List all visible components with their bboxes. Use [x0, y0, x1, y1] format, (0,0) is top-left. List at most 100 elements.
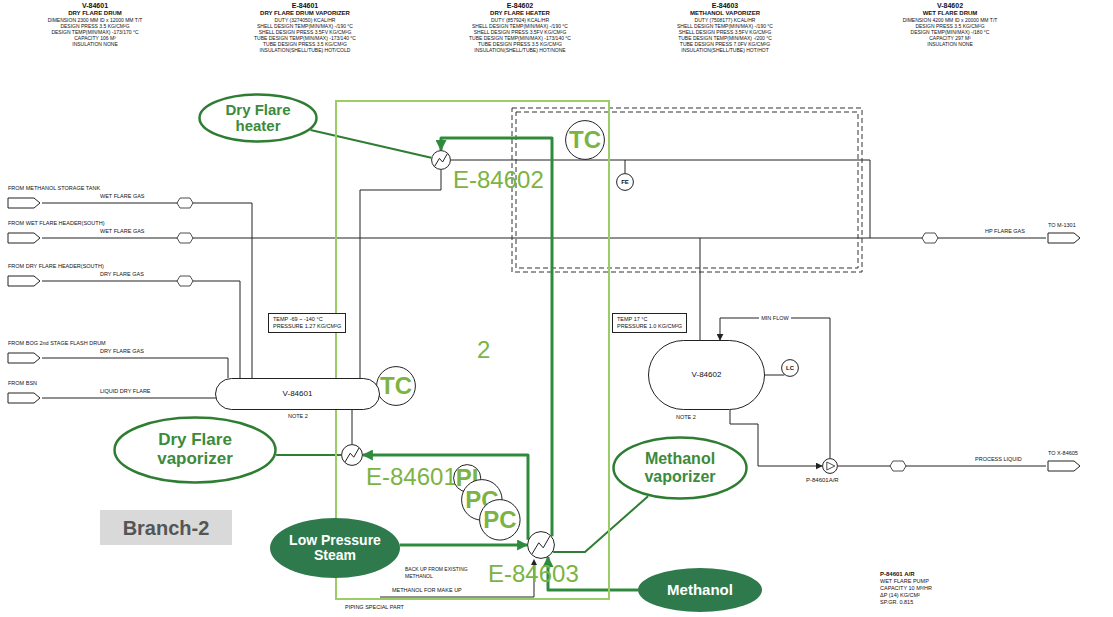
line-label: DRY FLARE GAS	[100, 271, 144, 278]
equipment-spec: INSULATION(SHELL/TUBE) HOT/HOT	[681, 47, 768, 54]
line-label: METHANOL FOR MAKE UP	[392, 587, 462, 594]
callout-bubble: Dry Flare vaporizer	[113, 416, 277, 484]
line-label: LIQUID DRY FLARE	[100, 388, 151, 395]
node-text: PC	[483, 508, 516, 532]
exchanger-tube	[532, 536, 550, 554]
callout-outline	[200, 95, 317, 142]
node-text: Methanol	[667, 582, 733, 599]
note-label: BACK UP FROM EXISTING METHANOL	[405, 566, 475, 579]
equipment-tag: E-84603	[712, 2, 738, 11]
equipment-spec: DRY FLARE DRUM	[68, 10, 122, 18]
node-text: FE	[621, 179, 629, 185]
node-text: Methanol vaporizer	[631, 450, 729, 485]
equipment-spec: INSULATION(SHELL/TUBE) HOT/COLD	[260, 47, 351, 54]
instrument-circle	[480, 500, 520, 540]
pump-symbol: P-84601A/R	[822, 458, 838, 474]
instrument-bubble: TC	[565, 120, 605, 160]
methanol-loop	[400, 544, 527, 547]
vessel-outline	[649, 341, 765, 410]
drum-vessel: V-84601	[215, 378, 380, 410]
equipment-circle	[432, 151, 451, 170]
equipment-spec: CAPACITY 297 M³	[929, 35, 971, 42]
instrument-bubble: FE	[616, 173, 634, 191]
section-label: PIPING SPECIAL PART	[345, 604, 404, 611]
offpage-connector	[8, 276, 40, 286]
pump-impeller	[827, 462, 835, 470]
equipment-tag: V-84601	[82, 2, 108, 11]
equipment-spec: SHELL DESIGN TEMP(MIN/MAX) -/190 °C	[257, 23, 353, 30]
equipment-tag: V-84602	[937, 2, 963, 11]
equipment-spec: SHELL DESIGN PRESS 3.5FV KG/CM²G	[259, 29, 352, 36]
source-label: FROM METHANOL STORAGE TANK	[8, 185, 100, 192]
equipment-spec: DRY FLARE DRUM VAPORIZER	[260, 10, 350, 18]
equipment-spec: DESIGN PRESS 3.5 KG/CM²G	[915, 23, 984, 30]
line-tag	[177, 198, 938, 471]
node-text: TC	[569, 128, 601, 152]
equipment-spec: INSULATION NONE	[927, 41, 972, 48]
equipment-tag: E-84601	[366, 465, 457, 489]
callout-fill	[270, 518, 400, 578]
offpage-connector	[8, 198, 40, 208]
equipment-spec: DESIGN PRESS 3.5 KG/CM²G	[60, 23, 129, 30]
callout-pointer	[553, 496, 648, 552]
note-label: NOTE 2	[288, 413, 308, 420]
line-label: DRY FLARE GAS	[100, 348, 144, 355]
offpage-connector	[1048, 461, 1080, 471]
equipment-tag: P-84601A/R	[806, 477, 839, 484]
note-label: NOTE 2	[676, 414, 696, 421]
destination-label: TO M-1301	[1048, 222, 1076, 229]
offpage-connector	[8, 393, 40, 403]
equipment-spec: SP.GR. 0.815	[880, 599, 913, 606]
line-tag	[177, 276, 193, 286]
methanol-loop	[363, 455, 528, 540]
exchanger-tube	[435, 154, 448, 167]
equipment-spec: WET FLARE PUMP	[880, 578, 929, 585]
methanol-loop	[441, 138, 552, 536]
equipment-tag: P-84601 A/R	[880, 571, 914, 579]
equipment-spec: ΔP (14) KG/CM²	[880, 592, 920, 599]
offpage-connector	[1048, 233, 1080, 243]
line-label: WET FLARE GAS	[100, 193, 145, 200]
equipment-spec: DUTY (857924) KCAL/HR	[491, 17, 549, 24]
equipment-spec: INSULATION NONE	[72, 41, 117, 48]
node-text: TEMP 17 °C	[617, 316, 682, 323]
node-text: V-84602	[692, 371, 722, 380]
equipment-circle	[528, 532, 555, 559]
shape-outline	[431, 150, 451, 170]
offpage-connector	[8, 353, 40, 363]
equipment-spec: SHELL DESIGN TEMP(MIN/MAX) -/190 °C	[472, 23, 568, 30]
source-label: FROM BSN	[8, 380, 37, 387]
process-pipe	[352, 410, 353, 444]
instrument-circle	[377, 367, 416, 406]
equipment-spec: DESIGN TEMP(MIN/MAX) -173/170 °C	[51, 29, 138, 36]
instrument-circle	[617, 174, 634, 191]
instrument-circle	[782, 360, 799, 377]
process-line	[625, 160, 626, 173]
instrument-circle	[566, 121, 605, 160]
shape-outline	[527, 531, 555, 559]
equipment-spec: SHELL DESIGN TEMP(MIN/MAX) -/190 °C	[677, 23, 773, 30]
equipment-spec: TUBE DESIGN TEMP(MIN/MAX) -/200 °C	[678, 35, 772, 42]
destination-label: TO X-84605	[1048, 450, 1078, 457]
callout-pointer	[276, 454, 341, 456]
line-tag	[890, 461, 906, 471]
process-line	[42, 398, 217, 399]
equipment-tag: E-84602	[507, 2, 533, 11]
callout-outline	[614, 438, 747, 499]
equipment-tag: E-84602	[453, 168, 544, 192]
line-label: MIN FLOW	[759, 315, 791, 322]
callout-bubble: Methanol vaporizer	[612, 436, 748, 500]
process-data-box: TEMP 17 °CPRESSURE 1.0 KG/CM²G	[612, 313, 687, 333]
process-data-box: TEMP -69 ~ -140 °CPRESSURE 1.27 KG/CM²G	[268, 313, 346, 333]
process-line	[42, 281, 240, 378]
exchanger-tube	[345, 448, 359, 462]
vessel-outline	[216, 379, 380, 410]
line-label: WET FLARE GAS	[100, 228, 145, 235]
node-text: V-84601	[283, 390, 313, 399]
line-label: PROCESS LIQUID	[975, 456, 1022, 463]
equipment-spec: CAPACITY 10 M³/HR	[880, 585, 932, 592]
source-label: FROM DRY FLARE HEADER(SOUTH)	[8, 263, 104, 270]
instrument-bubble: TC	[376, 366, 416, 406]
process-pipe	[360, 170, 441, 378]
node-text: PRESSURE 1.27 KG/CM²G	[273, 323, 341, 330]
